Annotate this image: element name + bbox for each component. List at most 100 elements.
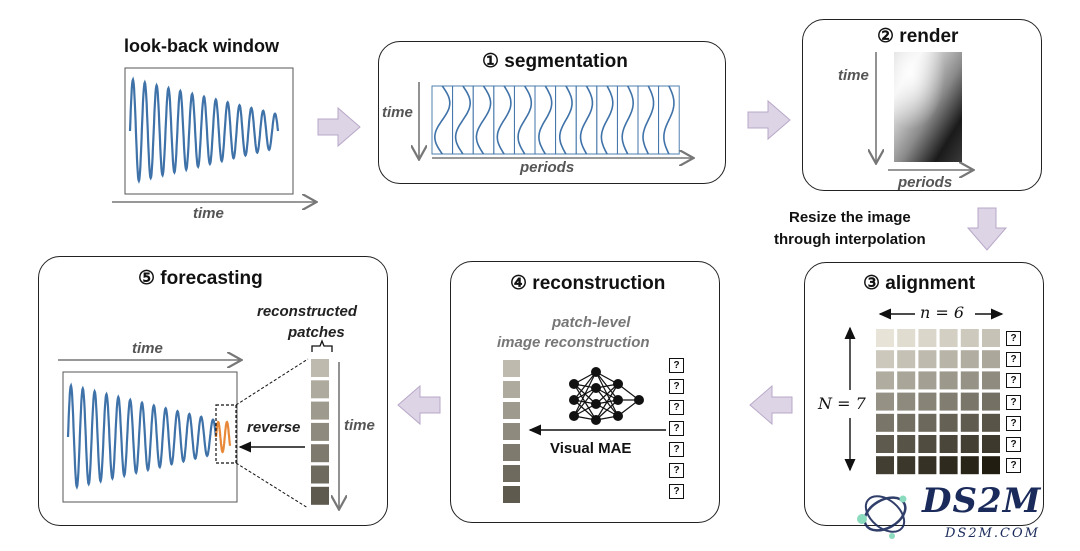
resize-note-line2: through interpolation: [774, 231, 926, 248]
segmentation-wave: [642, 85, 655, 155]
alignment-patch: [918, 435, 937, 453]
alignment-patch: [982, 392, 1000, 411]
alignment-patch: [960, 392, 979, 411]
alignment-patch: [876, 413, 894, 432]
alignment-patch: [939, 392, 958, 411]
segmentation-panel: [378, 41, 726, 184]
alignment-patch: [960, 329, 979, 347]
nn-node: [591, 415, 601, 425]
alignment-patch: [939, 329, 958, 347]
reconstructed-patch: [503, 402, 520, 419]
segmentation-wave: [663, 85, 675, 155]
visual-mae-label: Visual MAE: [550, 440, 632, 457]
masked-patch: ?: [669, 400, 684, 415]
reconstructed-patch: [311, 465, 329, 484]
alignment-patch: [876, 435, 894, 453]
alignment-patch: [918, 456, 937, 475]
alignment-patch: [939, 371, 958, 390]
nn-edge: [595, 383, 619, 421]
lookback-wave: [128, 76, 280, 184]
segmentation-wave: [621, 85, 635, 155]
nn-node: [613, 379, 623, 389]
segmentation-time-label: time: [382, 104, 413, 121]
alignment-patch: [960, 350, 979, 369]
render-title: ② render: [877, 26, 959, 47]
alignment-patch: [939, 435, 958, 453]
alignment-patch: [918, 371, 937, 390]
alignment-patch: [960, 413, 979, 432]
nn-edge: [573, 371, 597, 401]
reconstructed-patch: [311, 486, 329, 505]
segmentation-wave: [475, 85, 492, 155]
reconstructed-patch: [311, 359, 329, 377]
masked-patch: ?: [669, 484, 684, 499]
alignment-patch: [876, 329, 894, 347]
masked-patch: ?: [1006, 415, 1021, 431]
alignment-patch: [897, 456, 916, 475]
reconstructed-patch: [503, 465, 520, 482]
reverse-label: reverse: [247, 419, 301, 436]
segmentation-grid: [431, 85, 680, 155]
alignment-patch: [918, 413, 937, 432]
alignment-title: ③ alignment: [863, 273, 976, 294]
alignment-patch: [982, 413, 1000, 432]
segmentation-wave: [559, 85, 573, 155]
reconstructed-patch: [503, 381, 520, 398]
flow-arrow-2: [747, 99, 791, 141]
masked-patch: ?: [1006, 458, 1021, 474]
masked-patch: ?: [1006, 373, 1021, 389]
alignment-patch: [897, 371, 916, 390]
alignment-patch: [982, 371, 1000, 390]
alignment-patch: [897, 392, 916, 411]
watermark-logo-text: DS2M: [922, 481, 1042, 521]
nn-node: [569, 411, 579, 421]
nn-node: [569, 379, 579, 389]
masked-patch: ?: [669, 379, 684, 394]
masked-patch: ?: [669, 358, 684, 373]
reconstruction-subtitle-line1: patch-level: [552, 314, 631, 331]
nn-node: [613, 411, 623, 421]
alignment-patch: [960, 371, 979, 390]
alignment-patch: [918, 329, 937, 347]
reconstructed-patch: [503, 444, 520, 461]
segmentation-wave: [517, 85, 533, 155]
reconstructed-patch: [311, 444, 329, 463]
masked-patch: ?: [1006, 394, 1021, 410]
alignment-patch: [982, 329, 1000, 347]
masked-patch: ?: [669, 442, 684, 457]
alignment-patch: [939, 413, 958, 432]
nn-edge: [573, 371, 597, 417]
alignment-patch: [960, 456, 979, 475]
masked-patch: ?: [669, 463, 684, 478]
alignment-patch-grid: [876, 329, 1000, 475]
nn-node: [591, 399, 601, 409]
alignment-patch: [982, 435, 1000, 453]
alignment-patch: [876, 456, 894, 475]
reconstruction-title: ④ reconstruction: [510, 273, 666, 294]
lookback-title: look-back window: [124, 36, 280, 56]
reconstructed-patch-column: [311, 359, 329, 505]
reconstructed-label: reconstructed: [257, 303, 358, 320]
alignment-patch: [982, 456, 1000, 475]
render-time-label: time: [838, 67, 869, 84]
forecasting-time-vertical-label: time: [344, 417, 375, 434]
reconstructed-patch: [503, 360, 520, 377]
segmentation-wave: [579, 85, 594, 155]
patches-brace: [311, 339, 333, 352]
nn-node: [613, 395, 623, 405]
alignment-patch: [918, 392, 937, 411]
segmentation-wave: [538, 85, 553, 155]
alignment-N-label: N = 7: [818, 394, 866, 413]
resize-note-line1: Resize the image: [789, 209, 911, 226]
neural-network-icon: [569, 367, 644, 425]
segmentation-title: ① segmentation: [482, 51, 628, 72]
forecasting-title: ⑤ forecasting: [138, 268, 263, 289]
forecasting-time-label: time: [132, 340, 163, 357]
forecast-history-wave: [66, 382, 218, 490]
nn-node: [634, 395, 644, 405]
watermark-logo-graphic: [857, 495, 907, 539]
alignment-patch: [897, 329, 916, 347]
alignment-patch: [897, 413, 916, 432]
segmentation-wave: [496, 85, 512, 155]
